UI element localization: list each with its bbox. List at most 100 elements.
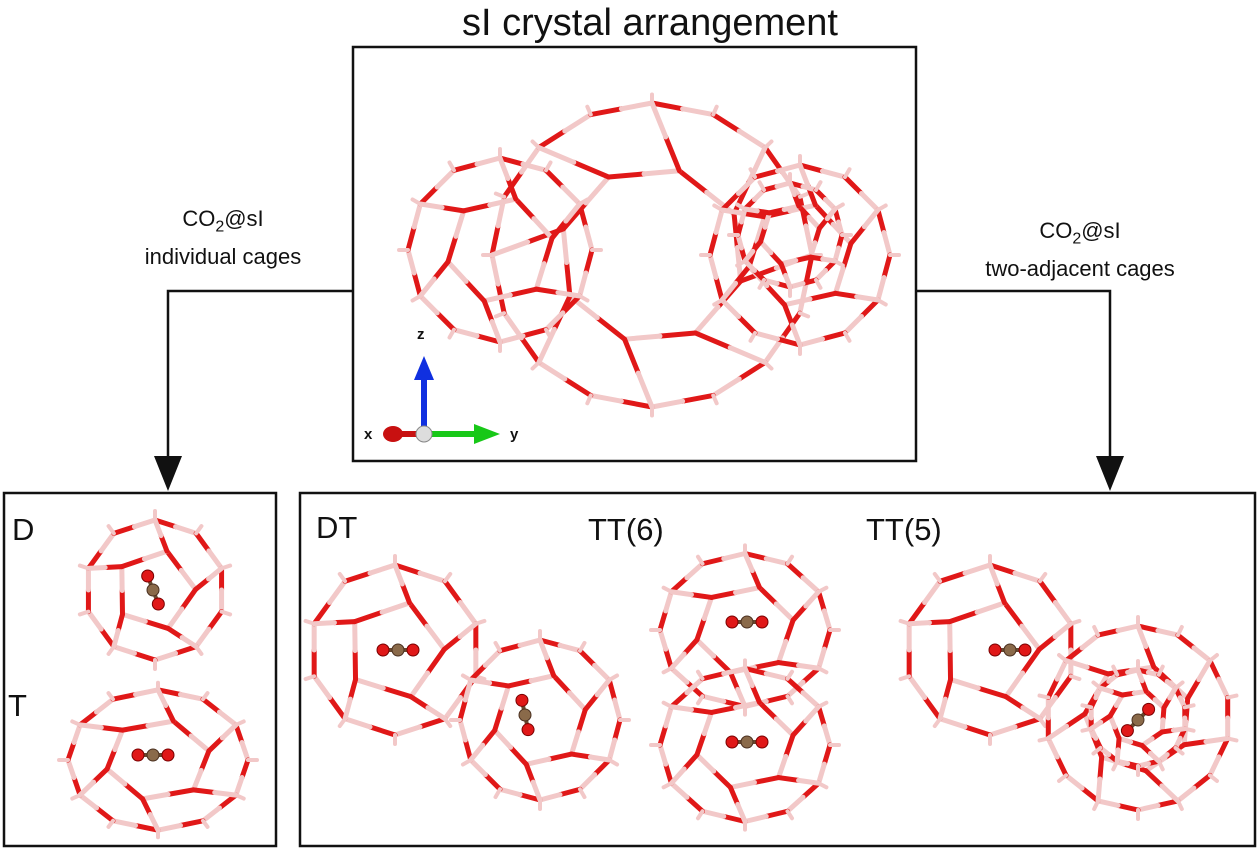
hydrogen-bond (460, 673, 473, 682)
individual-cages-note: CO2@sI individual cages (108, 204, 338, 272)
cage-bond (776, 638, 789, 666)
hydrogen-bond (1057, 653, 1069, 663)
panel-label-tt5: TT(5) (866, 512, 942, 547)
cage-bond (663, 704, 674, 729)
cage-bond (152, 650, 179, 663)
co2-oxygen-atom (406, 643, 420, 657)
right-arrowhead (1096, 456, 1124, 491)
cage-bond (474, 333, 503, 345)
cage-bond (165, 606, 185, 631)
hydrogen-bond (1080, 726, 1094, 733)
cage-bond (987, 562, 1000, 587)
cage-bond (541, 235, 555, 267)
cage-bond (519, 335, 542, 365)
cage-bond (1203, 735, 1231, 745)
cage-bond (974, 600, 1008, 615)
cage-bond (749, 683, 763, 706)
hydrogen-bond (493, 191, 507, 199)
hydrogen-bond (233, 719, 246, 727)
cage-bond (190, 767, 204, 793)
cage-bond (937, 570, 968, 584)
hydrogen-bond (757, 180, 766, 192)
cage-bond (537, 792, 563, 803)
cage-bond (77, 792, 100, 811)
cage-bond (1095, 776, 1103, 804)
cage-bond (347, 677, 359, 702)
cage-bond (1020, 646, 1042, 676)
cage-bond (594, 677, 612, 698)
cage-bond (367, 562, 398, 576)
cage-bond (311, 673, 333, 701)
hydrogen-bond (748, 330, 757, 343)
hydrogen-bond (578, 640, 587, 653)
cage-bond (767, 207, 787, 216)
hydrogen-bond (1182, 726, 1196, 733)
hydrogen-bond (735, 259, 747, 268)
cage-bond (700, 808, 727, 819)
cage-bond (710, 112, 742, 134)
cage-bond (742, 248, 756, 264)
cage-bond (155, 687, 169, 708)
cage-bond (694, 731, 707, 758)
cage-bond (858, 191, 881, 213)
cage-bond (1052, 599, 1074, 627)
cage-bond (948, 677, 981, 691)
cage-bond (688, 592, 714, 600)
cage-bond (206, 548, 225, 571)
cage-bond (708, 705, 739, 715)
cage-bond (776, 660, 802, 668)
hydrogen-bond (843, 167, 852, 180)
cage-bond (657, 330, 698, 339)
cage-bond (239, 739, 251, 763)
cage-bond (1063, 658, 1090, 670)
cage-bond (812, 202, 836, 227)
cage-bond (612, 697, 623, 723)
cage-bond (331, 619, 358, 626)
cage-bond (1079, 785, 1101, 804)
cage-bond (881, 230, 893, 258)
cage-bond (668, 651, 687, 671)
cage-bond (1175, 632, 1197, 651)
cage-bond (824, 206, 838, 222)
cage-bond (551, 673, 572, 696)
cage-bond (530, 779, 543, 803)
cage-bond (1020, 705, 1043, 722)
hydrogen-bond (1156, 759, 1165, 772)
cage-bond (111, 524, 137, 536)
co2-carbon-atom (1131, 713, 1145, 727)
cage-bond (1216, 676, 1231, 701)
cage-bond (1207, 754, 1222, 778)
cage-bond (193, 576, 212, 592)
cage-bond (165, 787, 196, 797)
cage-bond (821, 627, 833, 652)
cage-bond (773, 716, 796, 738)
panel-label-dt: DT (316, 510, 358, 545)
cage-bond (937, 716, 968, 730)
hydrogen-bond (194, 524, 204, 536)
cage-bond (962, 724, 993, 738)
cage-bond (492, 727, 514, 750)
hydrogen-bond (763, 139, 774, 150)
cage-bond (797, 162, 811, 188)
cage-bond (742, 551, 755, 574)
hydrogen-bond (1111, 664, 1120, 677)
cage-bond (110, 818, 138, 828)
cage-bond (98, 725, 126, 733)
hydrogen-bond (661, 585, 674, 594)
cage-bond (461, 202, 493, 214)
hydrogen-bond (712, 298, 725, 307)
cage-bond (142, 618, 171, 631)
hydrogen-bond (875, 298, 888, 307)
hydrogen-bond (442, 716, 453, 729)
cage-bond (193, 626, 212, 650)
hydrogen-bond (1225, 736, 1239, 743)
cage-bond (800, 780, 822, 800)
y-axis-label: y (510, 426, 519, 443)
cage-bond (1175, 785, 1197, 804)
cage-bond (1052, 621, 1074, 640)
cage-bond (1063, 772, 1085, 791)
cage-bond (987, 724, 1018, 738)
z-axis-arrow (414, 356, 434, 380)
cage-bond (787, 180, 797, 198)
cage-bond (489, 318, 503, 345)
